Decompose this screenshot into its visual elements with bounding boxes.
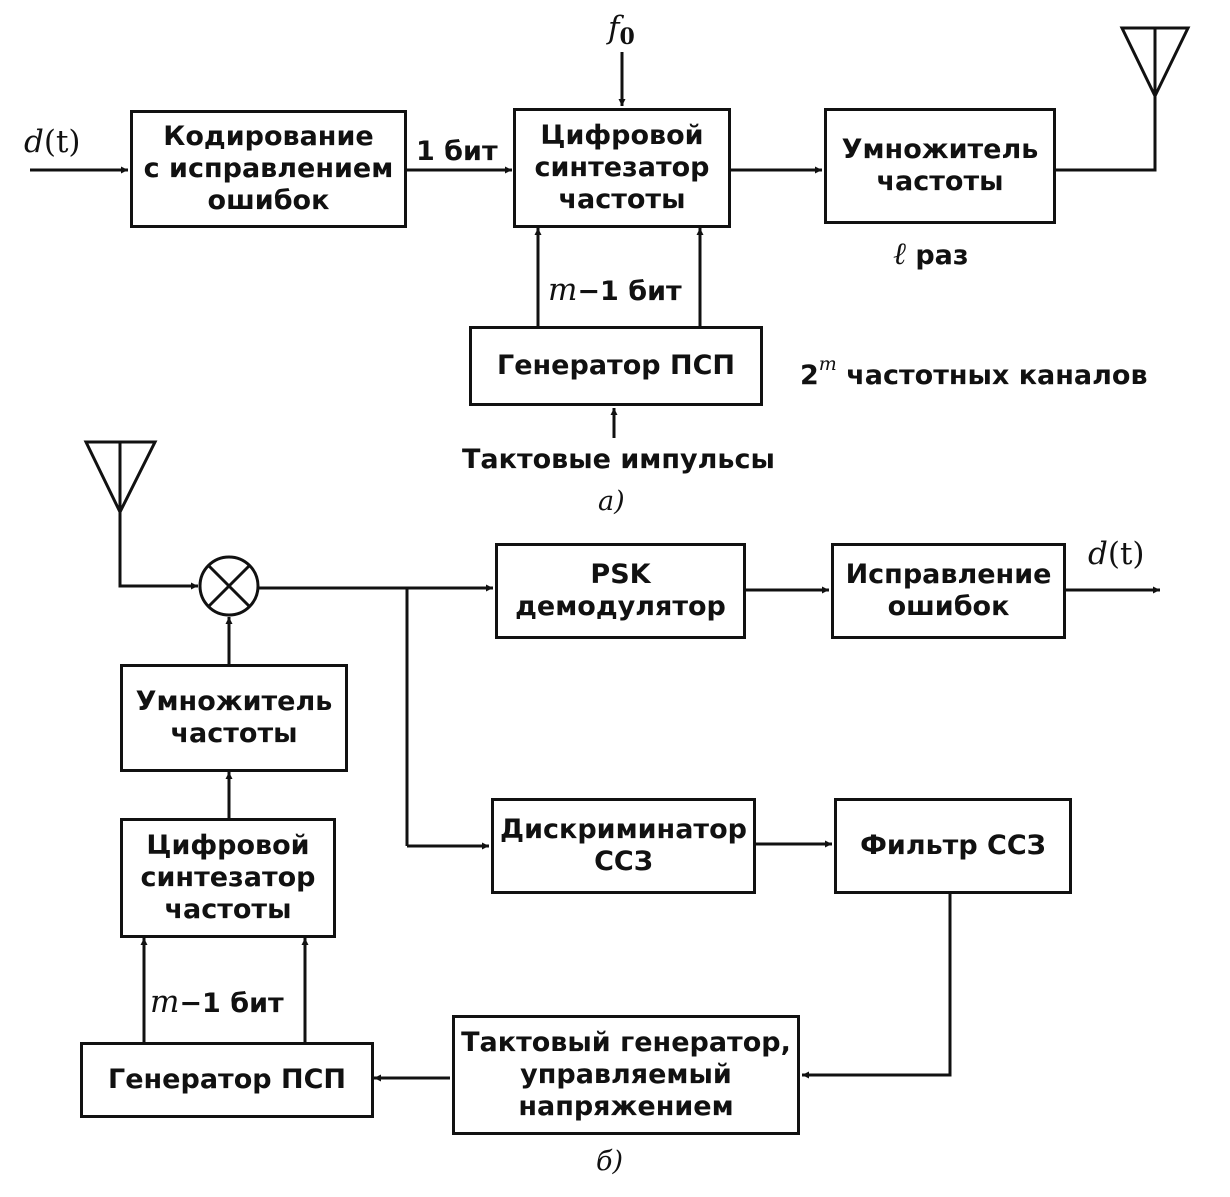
- output-signal-label: d(t): [1088, 538, 1145, 572]
- multiplier-times-text: раз: [915, 240, 969, 271]
- output-signal-func: d: [1088, 536, 1108, 572]
- input-signal-label: d(t): [24, 126, 81, 160]
- antenna-to-mixer-arrow: [118, 512, 198, 590]
- coding-block: Кодирование с исправлением ошибок: [130, 110, 407, 228]
- pn-generator-block-b: Генератор ПСП: [80, 1042, 374, 1118]
- discriminator-block: Дискриминатор ССЗ: [491, 798, 756, 894]
- coding-block-label: Кодирование с исправлением ошибок: [143, 121, 394, 216]
- filter-block-label: Фильтр ССЗ: [860, 830, 1046, 861]
- error-correction-block-label: Исправление ошибок: [845, 559, 1052, 622]
- vco-block-label: Тактовый генератор, управляемый напряжен…: [461, 1027, 791, 1122]
- mixer-cross-b: [207, 564, 251, 608]
- pn-generator-block-a: Генератор ПСП: [469, 326, 763, 406]
- channels-exp: m: [818, 353, 837, 375]
- multiplier-block-b: Умножитель частоты: [120, 664, 348, 772]
- clock-label: Тактовые импульсы: [462, 444, 775, 475]
- f0-label: f0: [608, 12, 635, 53]
- error-correction-block: Исправление ошибок: [831, 543, 1066, 639]
- vco-block: Тактовый генератор, управляемый напряжен…: [452, 1015, 800, 1135]
- channels-base: 2: [800, 360, 819, 391]
- multiplier-block-a-label: Умножитель частоты: [841, 134, 1039, 197]
- discriminator-block-label: Дискриминатор ССЗ: [500, 814, 747, 877]
- m-bits-label-b: m−1 бит: [150, 986, 284, 1020]
- mixer-icon: [198, 555, 260, 617]
- rx-antenna-icon: [83, 440, 158, 516]
- multiplier-to-antenna-line: [1055, 90, 1157, 172]
- psk-demodulator-block-label: PSK демодулятор: [515, 559, 726, 622]
- f0-subscript: 0: [619, 24, 635, 50]
- bit-label: 1 бит: [416, 136, 498, 167]
- synthesizer-block-a: Цифровой синтезатор частоты: [513, 108, 731, 228]
- m-bits-rest-b: −1 бит: [179, 988, 284, 1019]
- caption-b: б): [596, 1146, 624, 1177]
- multiplier-block-b-label: Умножитель частоты: [135, 686, 333, 749]
- multiplier-block-a: Умножитель частоты: [824, 108, 1056, 224]
- input-signal-func: d: [24, 124, 44, 160]
- channels-text: частотных каналов: [846, 360, 1148, 391]
- synthesizer-block-b: Цифровой синтезатор частоты: [120, 818, 336, 938]
- filter-block: Фильтр ССЗ: [834, 798, 1072, 894]
- caption-a: а): [598, 486, 625, 517]
- m-bits-var-a: m: [548, 272, 578, 308]
- m-bits-label-a: m−1 бит: [548, 274, 682, 308]
- synthesizer-block-a-label: Цифровой синтезатор частоты: [534, 120, 710, 215]
- multiplier-times-label: ℓ раз: [893, 238, 969, 272]
- filter-to-vco-arrow: [802, 894, 952, 1079]
- synthesizer-block-b-label: Цифровой синтезатор частоты: [140, 830, 316, 925]
- input-signal-arg: (t): [43, 124, 81, 160]
- output-signal-arg: (t): [1107, 536, 1145, 572]
- multiplier-times-symbol: ℓ: [893, 236, 906, 272]
- channels-label: 2m частотных каналов: [800, 348, 1148, 392]
- f0-symbol: f: [608, 10, 620, 46]
- pn-generator-block-a-label: Генератор ПСП: [497, 350, 735, 381]
- pn-generator-block-b-label: Генератор ПСП: [108, 1064, 346, 1095]
- tx-antenna-icon: [1119, 26, 1191, 100]
- psk-demodulator-block: PSK демодулятор: [495, 543, 746, 639]
- m-bits-var-b: m: [150, 984, 180, 1020]
- m-bits-rest-a: −1 бит: [577, 276, 682, 307]
